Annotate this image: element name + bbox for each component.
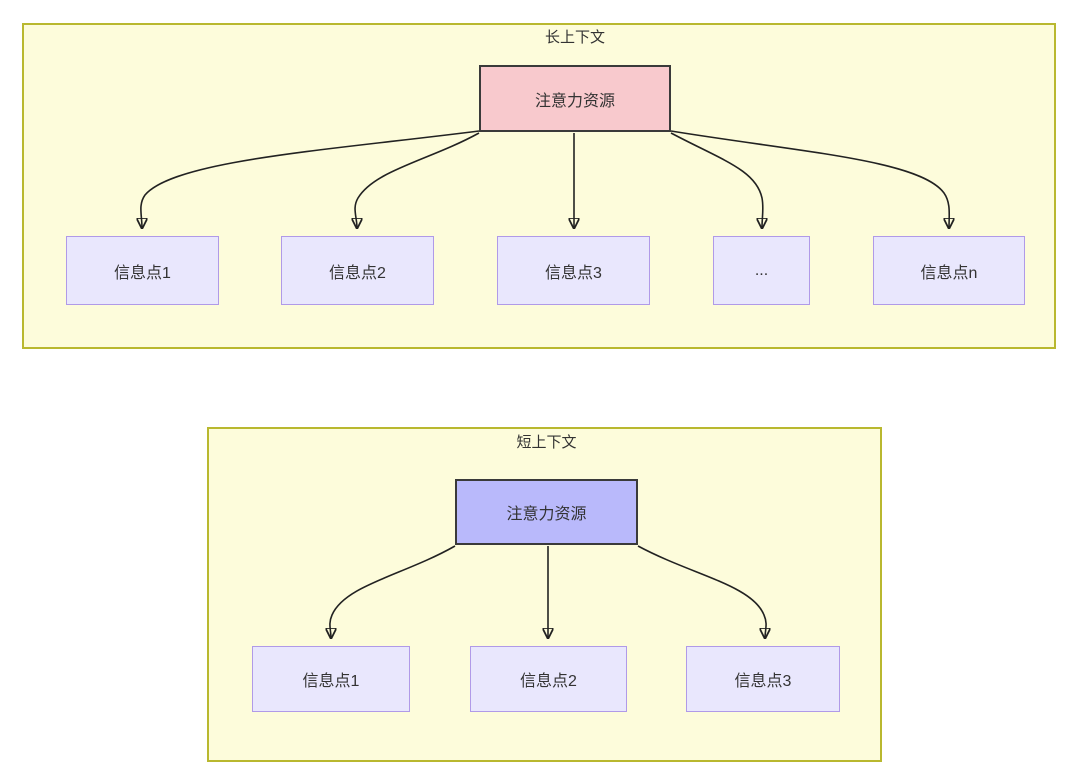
group-short-context-title: 短上下文 [516, 434, 577, 451]
node-info-point-n-long[interactable]: 信息点n [873, 236, 1025, 305]
node-info-point-ellipsis-long[interactable]: ... [713, 236, 810, 305]
node-info-point-1-long[interactable]: 信息点1 [66, 236, 219, 305]
node-info-point-3-short[interactable]: 信息点3 [686, 646, 840, 712]
node-info-point-2-long[interactable]: 信息点2 [281, 236, 434, 305]
node-info-point-1-short[interactable]: 信息点1 [252, 646, 410, 712]
node-info-point-2-short[interactable]: 信息点2 [470, 646, 627, 712]
node-attention-resource-long[interactable]: 注意力资源 [479, 65, 671, 132]
node-attention-resource-short[interactable]: 注意力资源 [455, 479, 638, 545]
node-info-point-3-long[interactable]: 信息点3 [497, 236, 650, 305]
group-long-context-title: 长上下文 [544, 29, 605, 46]
